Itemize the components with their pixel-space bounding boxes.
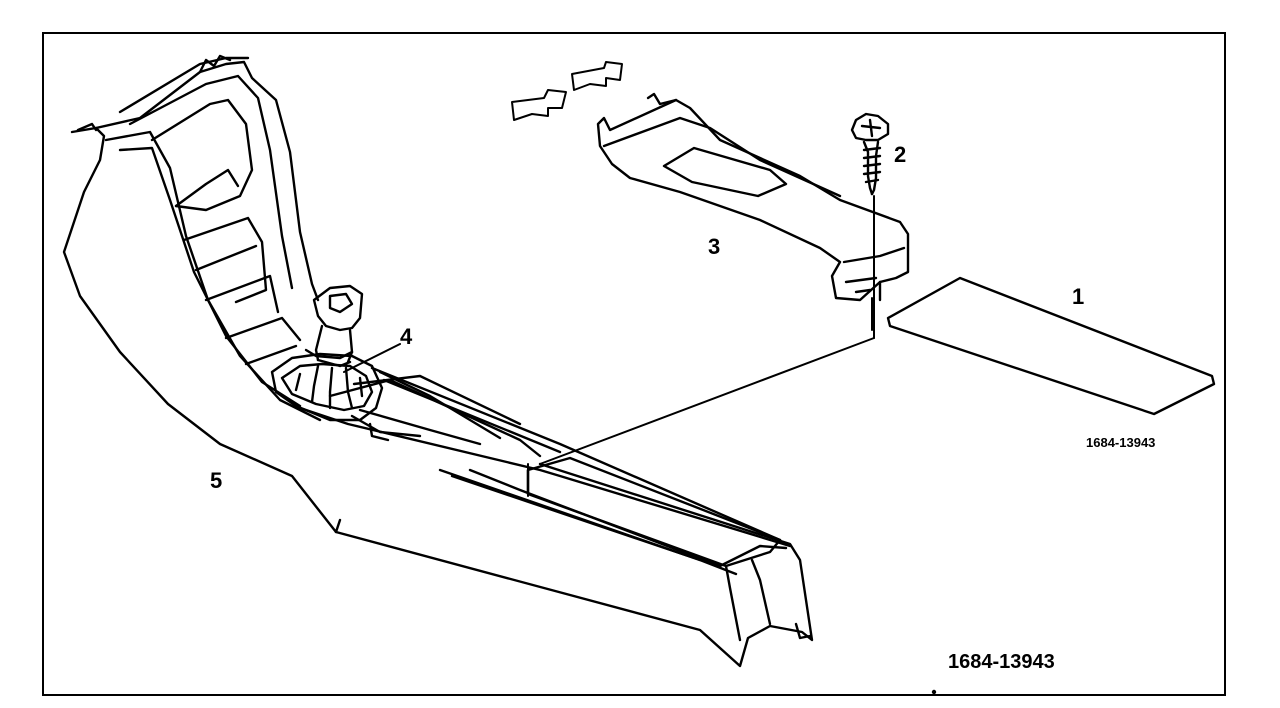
figure-code: 1684-13943 [948, 651, 1055, 673]
shift-knob-boot [270, 284, 384, 422]
callout-1: 1 [1072, 284, 1085, 309]
figure-frame [42, 32, 1226, 696]
figure-code-small: 1684-13943 [1086, 435, 1156, 450]
center-console-body [62, 54, 814, 668]
callout-5: 5 [210, 468, 223, 493]
rear-tray-cover [596, 92, 910, 302]
callout-3: 3 [708, 234, 721, 259]
leader-lines [343, 195, 875, 497]
direction-arrows [511, 61, 623, 121]
scan-speck [931, 689, 937, 695]
console-mat-pad [886, 276, 1216, 416]
screw [850, 112, 890, 196]
callout-2: 2 [894, 142, 907, 167]
callout-4: 4 [400, 324, 413, 349]
